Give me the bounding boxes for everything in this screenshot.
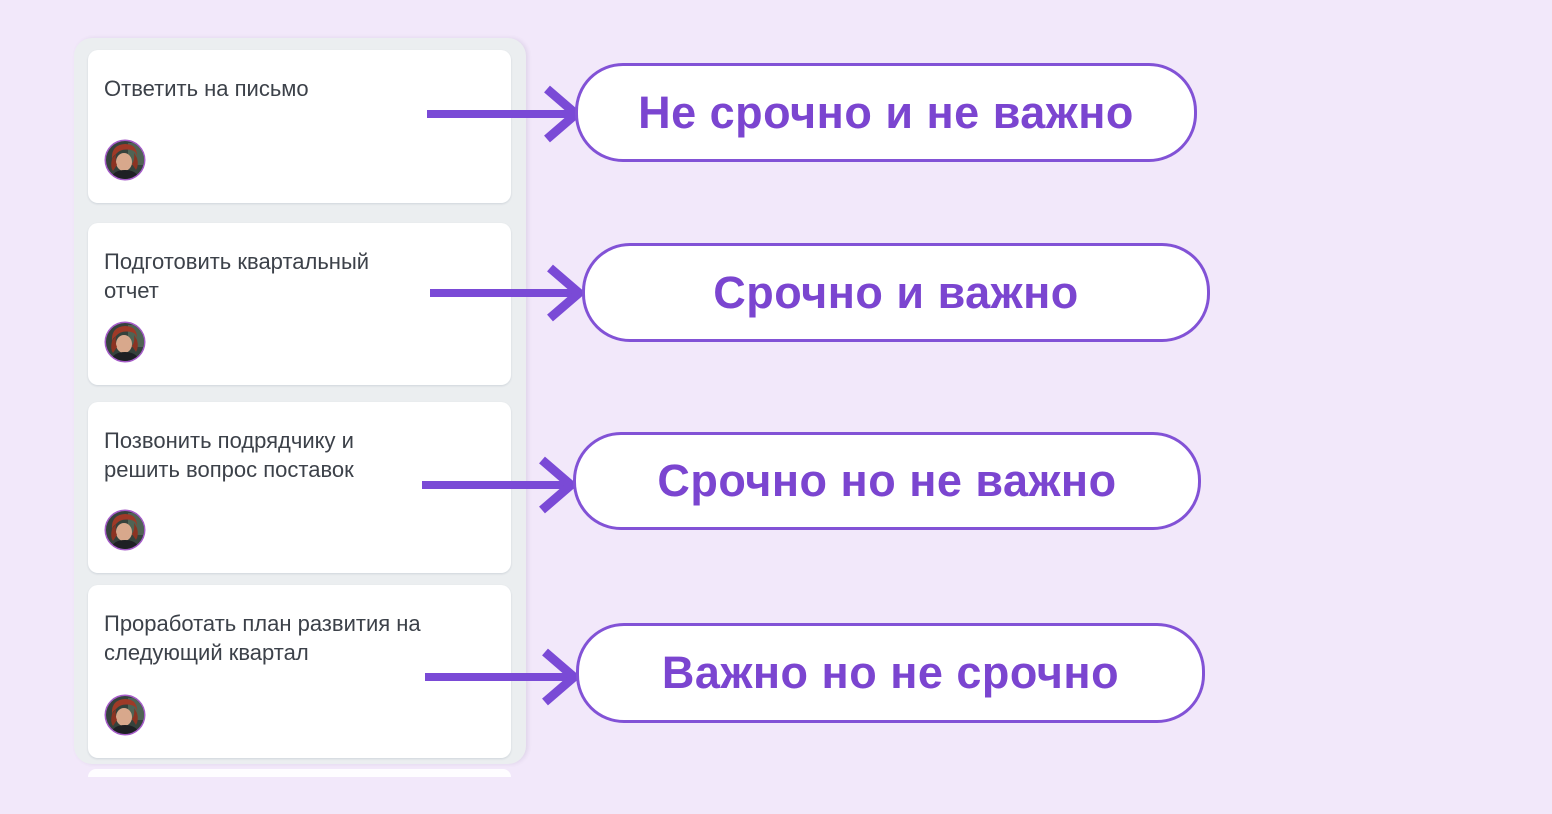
member-avatar-icon bbox=[104, 694, 146, 736]
category-pill-urgent-important[interactable]: Срочно и важно bbox=[582, 243, 1210, 342]
arrow-right-icon bbox=[430, 264, 586, 322]
category-pill-urgent-not-important[interactable]: Срочно но не важно bbox=[573, 432, 1201, 530]
member-avatar-icon bbox=[104, 321, 146, 363]
task-card-title: Позвонить подрядчику и решить вопрос пос… bbox=[104, 428, 354, 482]
arrow-right-icon bbox=[427, 85, 583, 143]
task-card-title: Проработать план развития на следующий к… bbox=[104, 611, 421, 665]
member-avatar-icon bbox=[104, 139, 146, 181]
member-avatar-icon bbox=[104, 509, 146, 551]
task-card[interactable]: Проработать план развития на следующий к… bbox=[88, 585, 511, 758]
task-list-panel: Ответить на письмо bbox=[74, 38, 526, 764]
task-card-title: Подготовить квартальный отчет bbox=[104, 249, 370, 303]
category-pill-label: Не срочно и не важно bbox=[638, 86, 1134, 138]
arrow-right-icon bbox=[422, 456, 578, 514]
category-pill-label: Срочно но не важно bbox=[657, 455, 1117, 506]
category-pill-label: Срочно и важно bbox=[713, 266, 1079, 318]
task-card[interactable]: Подготовить квартальный отчет bbox=[88, 223, 511, 385]
category-pill-important-not-urgent[interactable]: Важно но не срочно bbox=[576, 623, 1205, 723]
task-card-title: Ответить на письмо bbox=[104, 76, 309, 101]
task-card[interactable]: Позвонить подрядчику и решить вопрос пос… bbox=[88, 402, 511, 573]
partial-task-card bbox=[88, 769, 511, 777]
task-card[interactable]: Ответить на письмо bbox=[88, 50, 511, 203]
category-pill-label: Важно но не срочно bbox=[661, 647, 1120, 698]
arrow-right-icon bbox=[425, 648, 581, 706]
category-pill-not-urgent-not-important[interactable]: Не срочно и не важно bbox=[575, 63, 1197, 162]
